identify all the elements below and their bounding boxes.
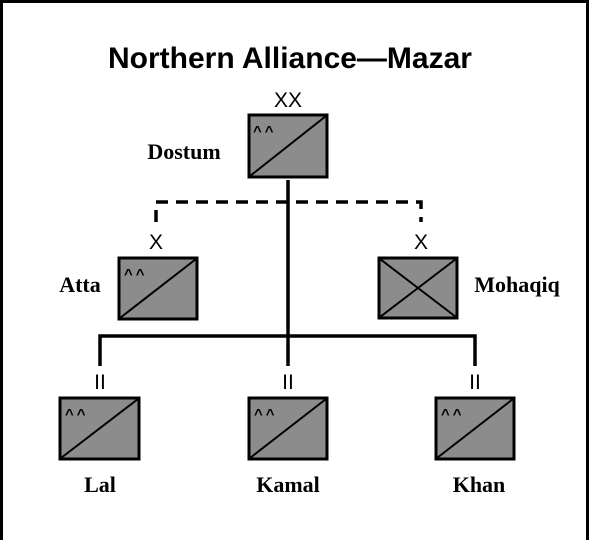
- label-kamal: Kamal: [256, 472, 320, 497]
- unit-kamal: II ^^ Kamal: [247, 371, 329, 497]
- diagonal-atta: [119, 258, 197, 319]
- modifier-dostum: ^^: [253, 123, 277, 140]
- unit-dostum: XX ^^ Dostum: [147, 89, 329, 179]
- modifier-lal: ^^: [65, 406, 89, 423]
- connector-lines: [98, 180, 477, 366]
- echelon-atta: X: [149, 231, 163, 254]
- unit-atta: X ^^ Atta: [59, 231, 199, 321]
- echelon-khan: II: [469, 371, 481, 394]
- modifier-atta: ^^: [124, 266, 148, 283]
- label-dostum: Dostum: [147, 139, 220, 164]
- label-atta: Atta: [59, 272, 101, 297]
- echelon-lal: II: [94, 371, 106, 394]
- label-mohaqiq: Mohaqiq: [474, 272, 560, 297]
- echelon-dostum: XX: [274, 89, 302, 112]
- echelon-mohaqiq: X: [414, 231, 428, 254]
- diagonal-dostum: [249, 115, 327, 177]
- bottom-bus: [98, 334, 477, 366]
- dashed-link: [154, 200, 423, 222]
- echelon-kamal: II: [282, 371, 294, 394]
- diagonal-kamal: [249, 398, 327, 459]
- modifier-kamal: ^^: [254, 406, 278, 423]
- label-lal: Lal: [84, 472, 116, 497]
- diagonal-khan: [436, 398, 514, 459]
- cross-line-2-mohaqiq: [379, 258, 457, 318]
- diagram-title: Northern Alliance—Mazar: [108, 42, 472, 75]
- label-khan: Khan: [453, 472, 506, 497]
- diagonal-lal: [60, 398, 139, 459]
- modifier-khan: ^^: [441, 406, 465, 423]
- unit-khan: II ^^ Khan: [434, 371, 516, 497]
- unit-lal: II ^^ Lal: [58, 371, 141, 497]
- unit-mohaqiq: X Mohaqiq: [377, 231, 561, 320]
